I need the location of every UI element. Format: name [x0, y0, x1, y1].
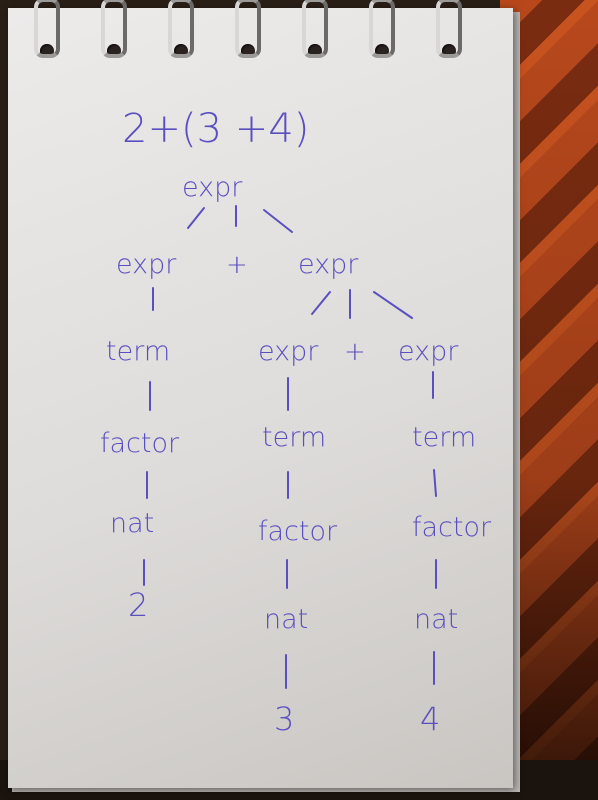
spiral-ring [302, 0, 328, 58]
tree-edge [187, 207, 205, 229]
tree-edge [373, 291, 413, 319]
node-mid-value: 3 [274, 700, 294, 738]
expression-title: 2+(3 +4) [122, 106, 309, 152]
node-mid-expr: expr [258, 336, 319, 367]
node-plus-inner: + [344, 337, 366, 367]
node-mid-factor: factor [258, 516, 338, 547]
node-mid-nat: nat [264, 604, 308, 635]
tree-edges [143, 205, 437, 689]
node-left-factor: factor [100, 428, 180, 459]
node-root-expr: expr [182, 172, 243, 203]
node-right-inner-expr: expr [398, 336, 459, 367]
node-left-nat: nat [110, 508, 154, 539]
node-right-value: 4 [420, 700, 440, 738]
spiral-ring [101, 0, 127, 58]
spiral-ring [235, 0, 261, 58]
node-left-term: term [106, 336, 170, 367]
node-left-value: 2 [128, 586, 148, 624]
notebook-page [8, 8, 513, 788]
node-right-factor: factor [412, 512, 492, 543]
node-right-term: term [412, 422, 476, 453]
node-right-expr: expr [298, 249, 359, 280]
node-mid-term: term [262, 422, 326, 453]
tree-edge [263, 209, 293, 233]
node-plus-top: + [226, 250, 248, 280]
node-left-expr: expr [116, 249, 177, 280]
spiral-ring [369, 0, 395, 58]
tree-edge [433, 469, 437, 497]
spiral-ring [436, 0, 462, 58]
spiral-ring [168, 0, 194, 58]
spiral-ring [34, 0, 60, 58]
tree-edge [311, 291, 331, 315]
node-right-nat: nat [414, 604, 458, 635]
